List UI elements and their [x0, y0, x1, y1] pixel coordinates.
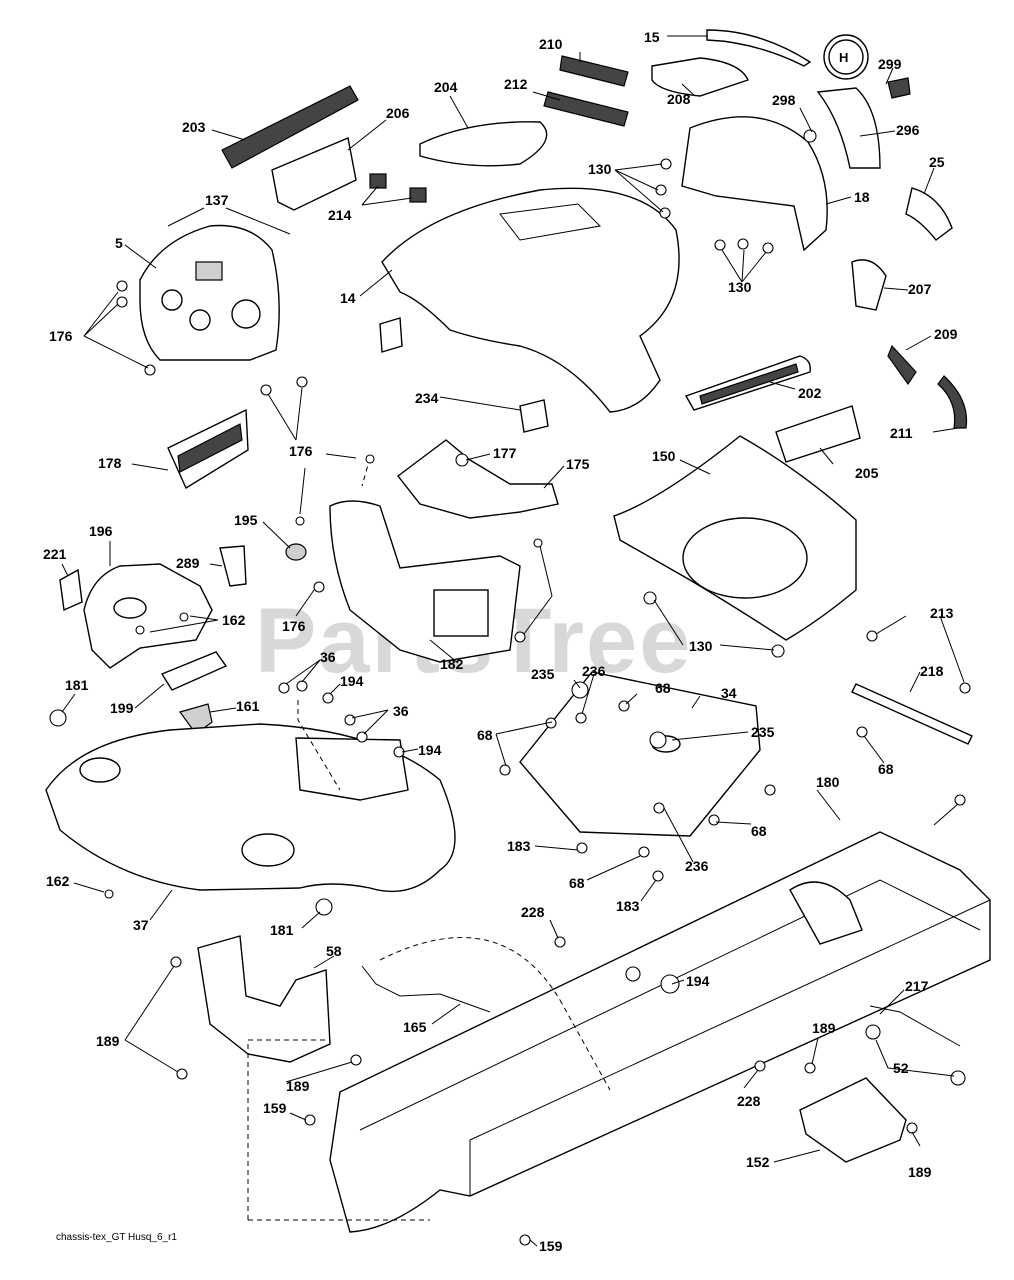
- part-label: 228: [521, 904, 545, 920]
- part-label: 235: [751, 724, 775, 740]
- part-label: 206: [386, 105, 410, 121]
- part-label: 68: [569, 875, 585, 891]
- part-label: 68: [477, 727, 493, 743]
- part-label: 137: [205, 192, 229, 208]
- part-label: 178: [98, 455, 122, 471]
- part-label: 58: [326, 943, 342, 959]
- part-label: 209: [934, 326, 958, 342]
- part-label: 207: [908, 281, 932, 297]
- part-label: 130: [728, 279, 752, 295]
- svg-text:H: H: [839, 50, 848, 65]
- part-label: 189: [96, 1033, 120, 1049]
- part-label: 176: [49, 328, 73, 344]
- part-label: 159: [539, 1238, 563, 1254]
- part-label: 210: [539, 36, 563, 52]
- diagram-caption: chassis-tex_GT Husq_6_r1: [56, 1232, 177, 1243]
- part-label: 217: [905, 978, 929, 994]
- part-label: 182: [440, 656, 464, 672]
- part-label: 194: [686, 973, 710, 989]
- part-label: 175: [566, 456, 590, 472]
- part-label: 204: [434, 79, 458, 95]
- part-label: 165: [403, 1019, 427, 1035]
- part-label: 159: [263, 1100, 287, 1116]
- part-label: 194: [418, 742, 442, 758]
- part-label: 180: [816, 774, 840, 790]
- part-label: 296: [896, 122, 920, 138]
- part-label: 176: [289, 443, 313, 459]
- part-label: 18: [854, 189, 870, 205]
- part-label: 213: [930, 605, 954, 621]
- part-label: 189: [286, 1078, 310, 1094]
- part-label: 189: [908, 1164, 932, 1180]
- part-label: 130: [689, 638, 713, 654]
- part-label: 299: [878, 56, 902, 72]
- part-label: 203: [182, 119, 206, 135]
- part-label: 181: [65, 677, 89, 693]
- part-label: 194: [340, 673, 364, 689]
- part-label: 228: [737, 1093, 761, 1109]
- part-label: 37: [133, 917, 149, 933]
- part-label: 52: [893, 1060, 909, 1076]
- part-label: 208: [667, 91, 691, 107]
- part-label: 36: [393, 703, 409, 719]
- part-label: 5: [115, 235, 123, 251]
- part-label: 177: [493, 445, 517, 461]
- part-label: 68: [878, 761, 894, 777]
- part-number-labels: 15 210 299 208 204 212 298 203 206 296 1…: [43, 29, 958, 1254]
- part-label: 176: [282, 618, 306, 634]
- part-label: 68: [751, 823, 767, 839]
- part-label: 189: [812, 1020, 836, 1036]
- part-label: 298: [772, 92, 796, 108]
- part-label: 183: [616, 898, 640, 914]
- part-label: 34: [721, 685, 737, 701]
- part-label: 195: [234, 512, 258, 528]
- part-label: 15: [644, 29, 660, 45]
- part-label: 221: [43, 546, 67, 562]
- part-label: 212: [504, 76, 528, 92]
- part-label: 162: [46, 873, 70, 889]
- part-label: 196: [89, 523, 113, 539]
- part-label: 14: [340, 290, 356, 306]
- part-label: 152: [746, 1154, 770, 1170]
- part-label: 289: [176, 555, 200, 571]
- part-label: 211: [890, 425, 913, 441]
- part-label: 130: [588, 161, 612, 177]
- part-label: 183: [507, 838, 531, 854]
- part-label: 199: [110, 700, 134, 716]
- part-label: 236: [685, 858, 709, 874]
- part-label: 68: [655, 680, 671, 696]
- part-label: 205: [855, 465, 879, 481]
- part-label: 161: [236, 698, 260, 714]
- leader-lines: [61, 35, 965, 1247]
- parts-artwork: H: [45, 29, 991, 1246]
- part-label: 218: [920, 663, 944, 679]
- part-label: 25: [929, 154, 945, 170]
- part-label: 236: [582, 663, 606, 679]
- part-label: 162: [222, 612, 246, 628]
- part-label: 181: [270, 922, 294, 938]
- part-label: 214: [328, 207, 352, 223]
- part-label: 235: [531, 666, 555, 682]
- part-label: 234: [415, 390, 439, 406]
- part-label: 36: [320, 649, 336, 665]
- part-label: 202: [798, 385, 822, 401]
- part-label: 150: [652, 448, 676, 464]
